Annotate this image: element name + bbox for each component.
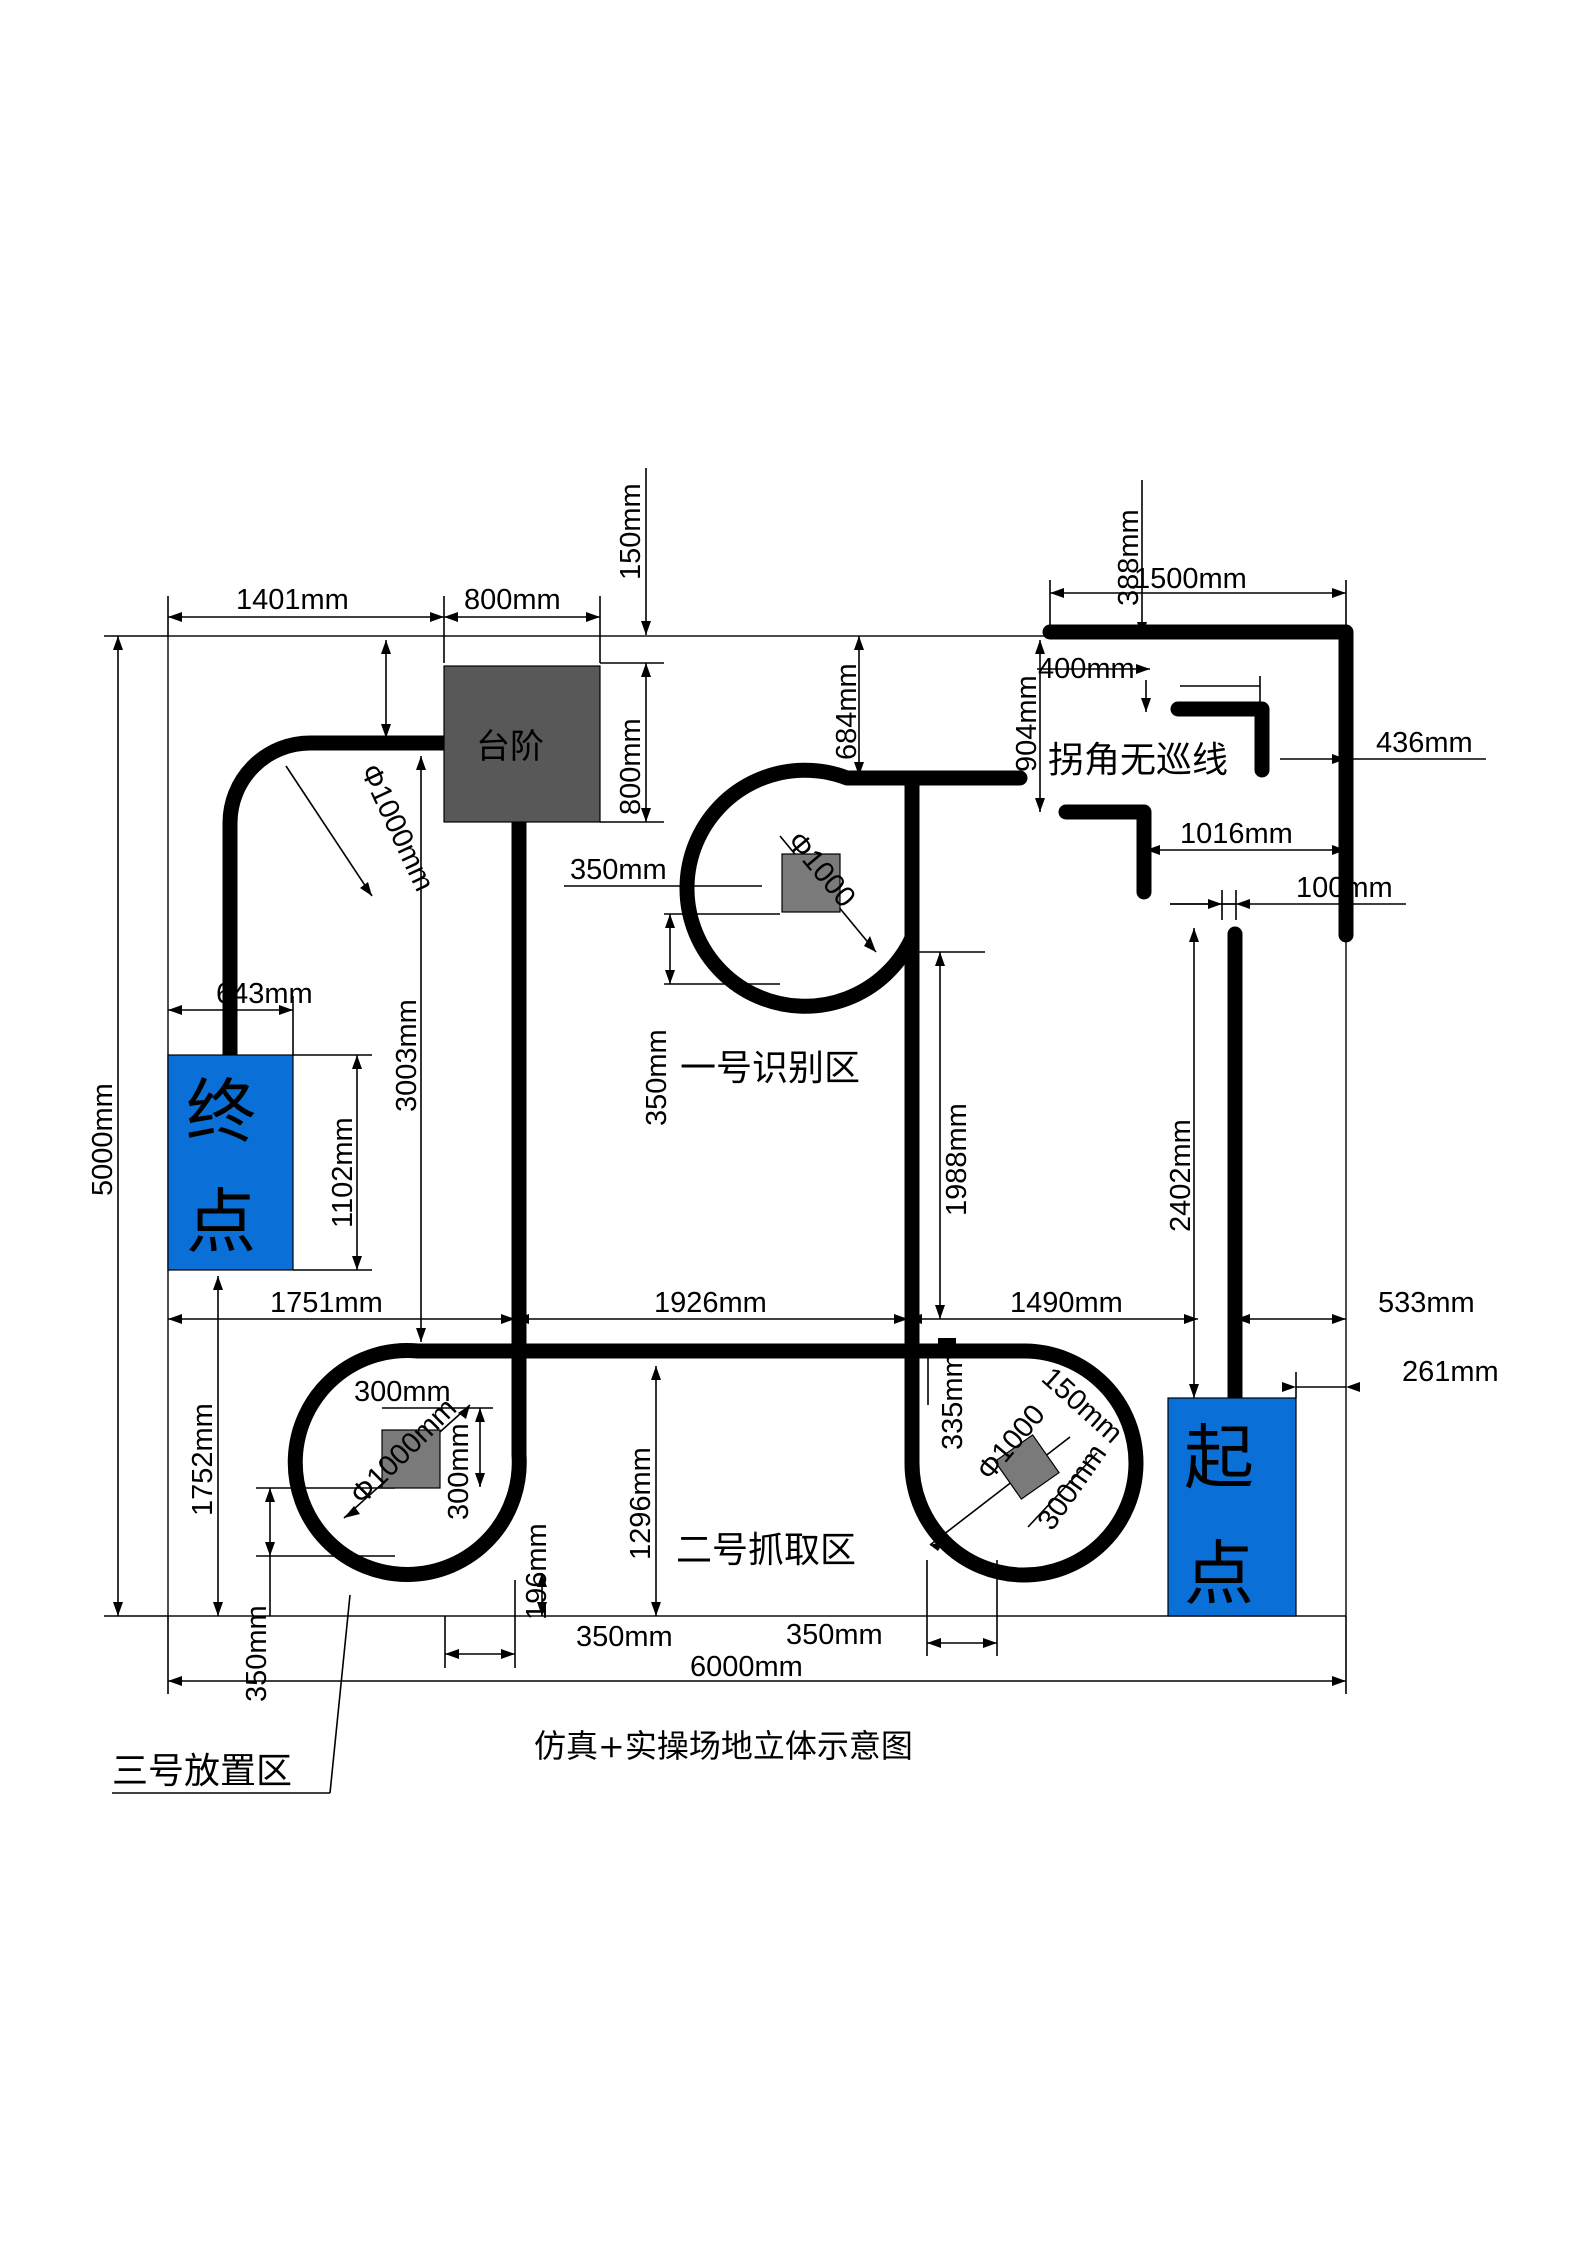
zone1-marker bbox=[781, 853, 841, 913]
start-zone bbox=[1167, 1397, 1297, 1617]
track-corner-inner-bottom bbox=[1058, 804, 1152, 900]
track-lines bbox=[222, 624, 1354, 1583]
dim-350-bottom-right: 350mm bbox=[786, 1619, 883, 1651]
zone1-label: 一号识别区 bbox=[680, 1048, 860, 1089]
dim-350-left-vert: 350mm bbox=[241, 1605, 273, 1702]
dim-1401: 1401mm bbox=[236, 584, 349, 616]
start-label-2: 点 bbox=[1184, 1533, 1254, 1615]
dim-2402: 2402mm bbox=[1165, 1119, 1197, 1232]
end-label-2: 点 bbox=[186, 1181, 256, 1263]
dim-3003: 3003mm bbox=[391, 999, 423, 1112]
dim-1500: 1500mm bbox=[1134, 563, 1247, 595]
diagram-caption: 仿真+实操场地立体示意图 bbox=[534, 1727, 913, 1765]
dim-1751: 1751mm bbox=[270, 1287, 383, 1319]
dim-1926: 1926mm bbox=[654, 1287, 767, 1319]
dim-400: 400mm bbox=[1038, 653, 1135, 685]
step-label: 台阶 bbox=[476, 727, 544, 767]
dim-350-bottom-left: 350mm bbox=[576, 1621, 673, 1653]
dimension-lines bbox=[104, 468, 1486, 1794]
dim-261: 261mm bbox=[1402, 1356, 1499, 1388]
dim-350-zone1: 350mm bbox=[570, 854, 667, 886]
end-zone bbox=[167, 1054, 294, 1271]
dim-196: 196mm bbox=[521, 1523, 553, 1620]
dim-436: 436mm bbox=[1376, 727, 1473, 759]
dim-phi1000-topleft: Φ1000mm bbox=[354, 759, 440, 896]
dim-388: 388mm bbox=[1113, 509, 1145, 606]
junction-marker bbox=[938, 1338, 956, 1346]
dim-150: 150mm bbox=[615, 483, 647, 580]
dim-300-left-h: 300mm bbox=[354, 1376, 451, 1408]
dim-643: 643mm bbox=[216, 978, 313, 1010]
dim-335: 335mm bbox=[937, 1353, 969, 1450]
zone2-right-marker bbox=[994, 1434, 1060, 1500]
dim-6000: 6000mm bbox=[690, 1651, 803, 1683]
track-end-approach bbox=[222, 735, 452, 1063]
dim-1490: 1490mm bbox=[1010, 1287, 1123, 1319]
arrowheads bbox=[113, 588, 1360, 1686]
dim-1016: 1016mm bbox=[1180, 818, 1293, 850]
track-corner-inner-top bbox=[1170, 701, 1270, 778]
dim-1296: 1296mm bbox=[625, 1447, 657, 1560]
dim-1988: 1988mm bbox=[941, 1103, 973, 1216]
zone3-label: 三号放置区 bbox=[112, 1751, 292, 1792]
end-label-1: 终 bbox=[186, 1071, 256, 1153]
track-corner-outer bbox=[1042, 624, 1354, 943]
dim-100: 100mm bbox=[1296, 872, 1393, 904]
zone2-left-marker bbox=[381, 1429, 441, 1489]
track-zone2-right-loop bbox=[904, 1343, 1144, 1583]
zone2-label: 二号抓取区 bbox=[676, 1530, 856, 1571]
track-zone2-left-loop bbox=[287, 1343, 527, 1582]
dim-904: 904mm bbox=[1011, 675, 1043, 772]
track-zone1-loop bbox=[679, 762, 1028, 1014]
dim-1752: 1752mm bbox=[187, 1403, 219, 1516]
dim-1102: 1102mm bbox=[327, 1117, 359, 1228]
dim-300-left-v: 300mm bbox=[443, 1423, 475, 1520]
dim-800-vert: 800mm bbox=[615, 718, 647, 815]
dim-684: 684mm bbox=[831, 663, 863, 760]
dim-800-top: 800mm bbox=[464, 584, 561, 616]
dim-533: 533mm bbox=[1378, 1287, 1475, 1319]
step-block bbox=[443, 665, 601, 823]
dim-5000: 5000mm bbox=[87, 1083, 119, 1196]
start-label-1: 起 bbox=[1184, 1417, 1254, 1499]
dim-350-zone1-vert: 350mm bbox=[641, 1029, 673, 1126]
corner-label: 拐角无巡线 bbox=[1048, 740, 1228, 781]
